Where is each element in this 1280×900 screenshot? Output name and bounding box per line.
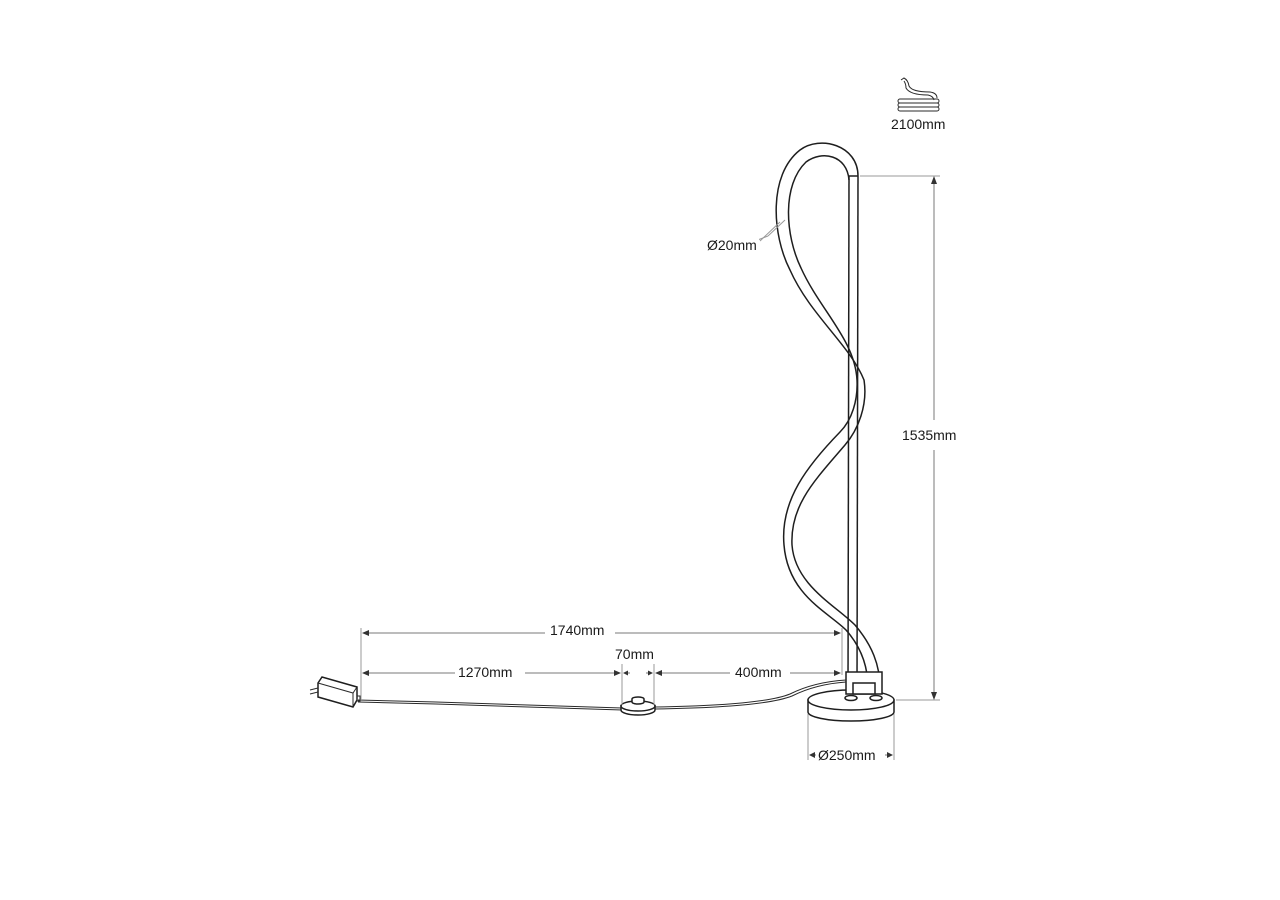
lamp-pole [847, 175, 859, 691]
switch-to-base-label: 400mm [733, 664, 784, 680]
lamp-curved-tube [775, 142, 881, 689]
total-length-label: 1740mm [548, 622, 607, 638]
height-dimension [860, 175, 940, 701]
total-length-dimension [360, 628, 843, 700]
segment-dimensions [362, 664, 841, 705]
height-label: 1535mm [900, 427, 959, 443]
lamp-base [807, 671, 895, 722]
tube-diameter-leader [754, 219, 786, 242]
base-diameter-label: Ø250mm [816, 747, 878, 763]
power-cable [357, 679, 847, 711]
coiled-cable-icon [897, 77, 940, 112]
adapter-to-switch-label: 1270mm [456, 664, 515, 680]
tube-diameter-label: Ø20mm [705, 237, 759, 253]
switch-width-label: 70mm [613, 646, 656, 662]
foot-switch [620, 696, 656, 716]
cable-length-label: 2100mm [889, 116, 948, 132]
power-adapter [309, 676, 361, 708]
base-diameter-dimension [807, 714, 895, 760]
